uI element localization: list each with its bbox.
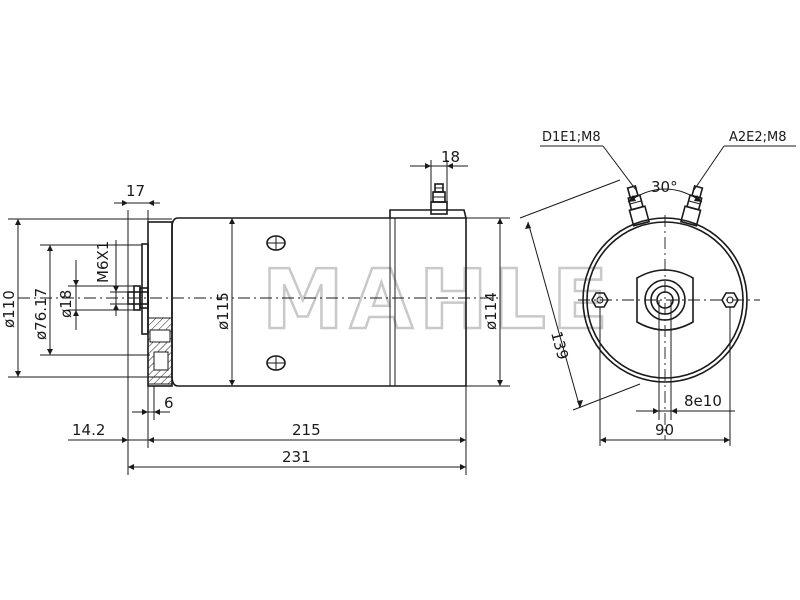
dim-17: 17 (126, 182, 145, 200)
dim-6: 6 (164, 394, 174, 412)
terminal-d1e1 (626, 184, 651, 227)
end-housing-outer (582, 217, 748, 383)
dim-90: 90 (655, 421, 674, 439)
mount-nut-left (591, 292, 609, 308)
angle-arc-30 (627, 188, 703, 203)
mount-nut-right (721, 292, 739, 308)
motor-side-view: 17 18 ø110 ø76.17 ø18 M6X (0, 148, 510, 475)
dim-dia-115: ø115 (214, 292, 232, 330)
mahle-watermark: MAHLE (262, 253, 614, 348)
dim-8e10: 8e10 (684, 392, 722, 410)
housing-screw-bottom (266, 355, 286, 371)
dim-dia-114: ø114 (482, 292, 500, 330)
bearing-boss (636, 269, 694, 331)
end-flange (127, 221, 173, 387)
label-a2e2-m8: A2E2;M8 (729, 130, 787, 145)
dim-215: 215 (292, 421, 321, 439)
housing-screw-top (266, 235, 286, 251)
dim-14-2: 14.2 (72, 421, 105, 439)
dim-m6x1: M6X1 (94, 241, 112, 283)
dim-231: 231 (282, 448, 311, 466)
dim-dia-18: ø18 (57, 290, 75, 318)
dim-dia-110: ø110 (0, 290, 18, 328)
dim-18: 18 (441, 148, 460, 166)
terminal-stud-side (430, 183, 448, 215)
dim-dia-76-17: ø76.17 (32, 288, 50, 340)
dim-angle-30: 30° (651, 178, 678, 196)
label-d1e1-m8: D1E1;M8 (542, 130, 601, 145)
terminal-a2e2 (679, 184, 704, 227)
